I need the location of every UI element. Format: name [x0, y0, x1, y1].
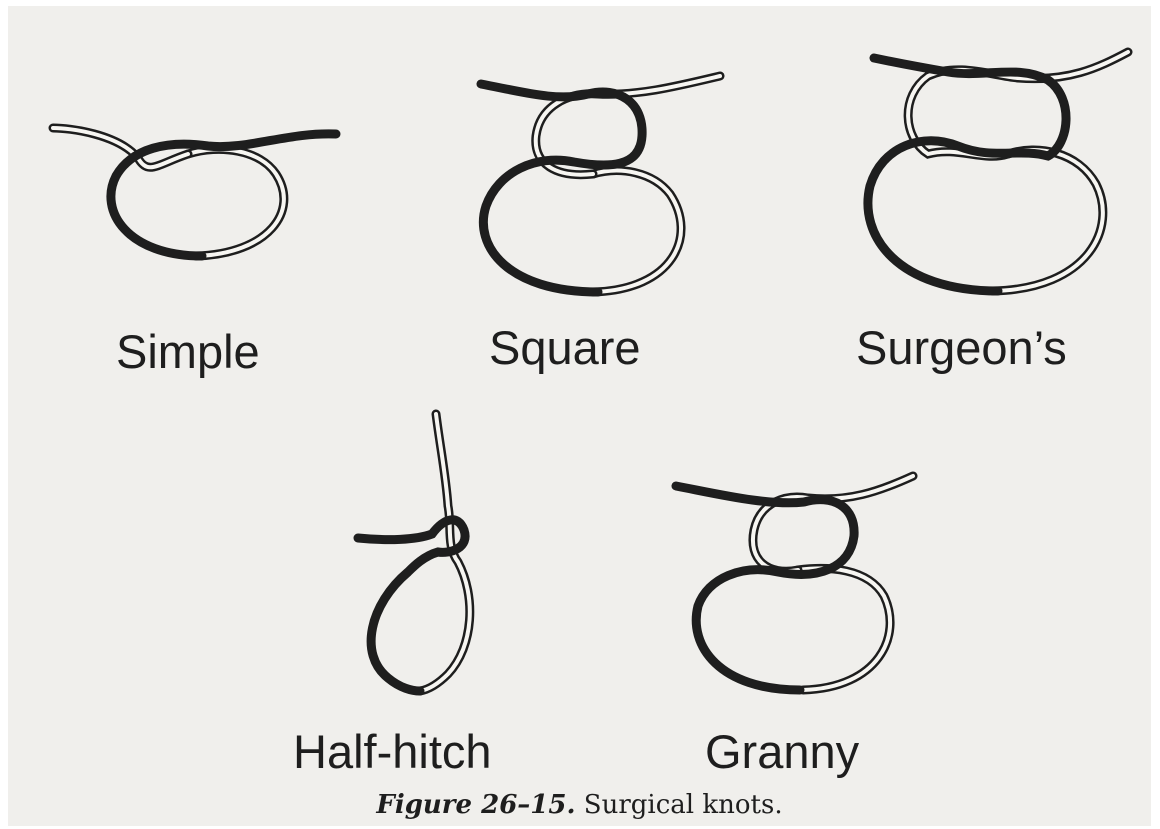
simple-knot	[53, 128, 336, 256]
label-surgeons: Surgeon’s	[856, 324, 1067, 371]
surgeons-knot	[868, 52, 1128, 291]
caption-text: Surgical knots.	[584, 790, 783, 820]
half-hitch-knot	[358, 414, 470, 691]
label-half-hitch: Half-hitch	[293, 728, 492, 775]
surgical-knots-figure: Simple Square Surgeon’s Half-hitch Grann…	[8, 6, 1151, 826]
label-square: Square	[489, 324, 641, 371]
figure-number: Figure 26–15.	[376, 790, 575, 820]
surgeons-bottom-light	[993, 150, 1103, 291]
label-granny: Granny	[705, 728, 859, 775]
knot-illustrations	[8, 6, 1151, 826]
square-knot	[481, 76, 720, 292]
square-dark	[481, 84, 642, 292]
granny-bottom-light	[798, 568, 890, 690]
granny-top-light-outline	[753, 476, 913, 571]
simple-loop-light	[188, 149, 284, 256]
granny-knot	[676, 476, 913, 690]
square-bottom-light	[593, 171, 681, 292]
surgeons-dark	[868, 58, 1066, 291]
figure-caption: Figure 26–15. Surgical knots.	[8, 790, 1151, 820]
label-simple: Simple	[116, 328, 260, 375]
granny-dark	[676, 486, 854, 690]
